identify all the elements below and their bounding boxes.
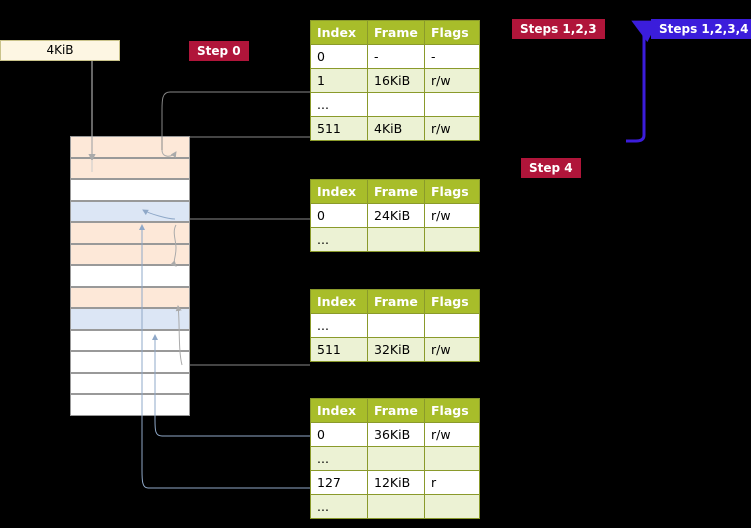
table-cell (424, 227, 480, 252)
table-cell (367, 92, 425, 117)
table-cell: ... (310, 227, 368, 252)
memory-cell (70, 243, 190, 265)
memory-cell (70, 222, 190, 244)
steps-123-label: Steps 1,2,3 (512, 19, 605, 39)
table-row: ... (310, 227, 480, 252)
table-cell: 32KiB (367, 337, 425, 362)
column-header: Flags (424, 179, 480, 204)
table-cell: r/w (424, 68, 480, 93)
table-row: ... (310, 494, 480, 519)
table-cell: 0 (310, 44, 368, 69)
memory-cell (70, 200, 190, 222)
table-cell (424, 92, 480, 117)
table-cell: r/w (424, 203, 480, 228)
memory-cell (70, 179, 190, 201)
table-cell: 0 (310, 422, 368, 447)
table-cell: 36KiB (367, 422, 425, 447)
table-row: ... (310, 446, 480, 471)
table-cell (424, 494, 480, 519)
table-cell: - (367, 44, 425, 69)
column-header: Frame (367, 289, 425, 314)
table-cell (424, 313, 480, 338)
column-header: Frame (367, 398, 425, 423)
table-cell: 24KiB (367, 203, 425, 228)
column-header: Flags (424, 20, 480, 45)
column-header: Index (310, 179, 368, 204)
table-cell: r/w (424, 422, 480, 447)
step-0-label: Step 0 (189, 41, 249, 61)
column-header: Flags (424, 398, 480, 423)
table-cell: r/w (424, 337, 480, 362)
table-row: 0-- (310, 44, 480, 69)
table-cell: - (424, 44, 480, 69)
table-cell: ... (310, 446, 368, 471)
table-row: ... (310, 313, 480, 338)
memory-cell (70, 265, 190, 287)
memory-cell (70, 372, 190, 394)
steps-1234-label: Steps 1,2,3,4 (651, 19, 751, 39)
column-header: Index (310, 20, 368, 45)
table-cell: 16KiB (367, 68, 425, 93)
table-cell (367, 313, 425, 338)
frame-box-4kib (0, 40, 120, 61)
table-cell: 4KiB (367, 116, 425, 141)
table-cell (367, 446, 425, 471)
table-cell: ... (310, 313, 368, 338)
table-cell: 511 (310, 116, 368, 141)
column-header: Index (310, 289, 368, 314)
memory-cell (70, 286, 190, 308)
table-cell (424, 446, 480, 471)
column-header: Flags (424, 289, 480, 314)
table-cell: 1 (310, 68, 368, 93)
memory-cell (70, 308, 190, 330)
memory-cell (70, 157, 190, 179)
frame-box-4kib-label: 4KiB (46, 43, 74, 57)
memory-column (70, 136, 190, 416)
step-4-label: Step 4 (521, 158, 581, 178)
table-cell: 511 (310, 337, 368, 362)
memory-cell (70, 394, 190, 416)
table-cell: r (424, 470, 480, 495)
column-header: Frame (367, 20, 425, 45)
table-cell: r/w (424, 116, 480, 141)
table-cell: 127 (310, 470, 368, 495)
table-cell: 12KiB (367, 470, 425, 495)
table-cell: 0 (310, 203, 368, 228)
table-cell (367, 227, 425, 252)
column-header: Index (310, 398, 368, 423)
memory-cell (70, 329, 190, 351)
table-cell: ... (310, 494, 368, 519)
table-cell: ... (310, 92, 368, 117)
memory-cell (70, 136, 190, 158)
column-header: Frame (367, 179, 425, 204)
table-row: ... (310, 92, 480, 117)
table-cell (367, 494, 425, 519)
memory-cell (70, 351, 190, 373)
